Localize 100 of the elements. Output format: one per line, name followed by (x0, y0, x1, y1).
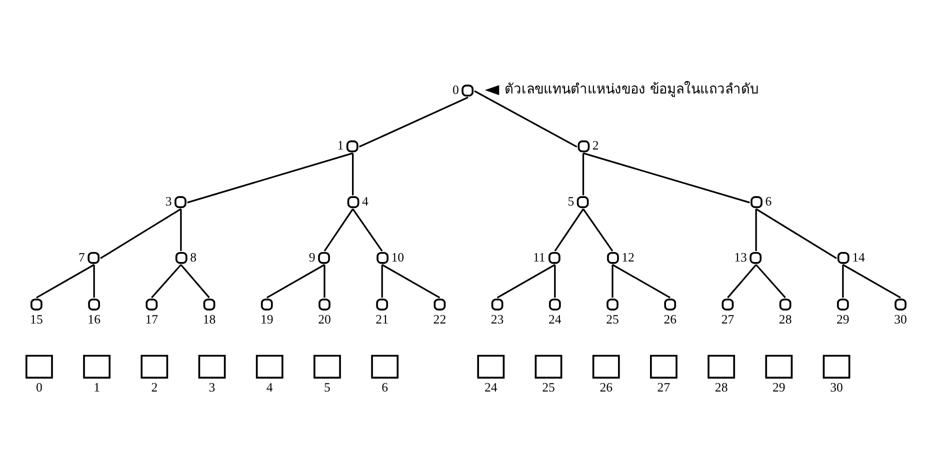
node-circle (576, 196, 589, 208)
node-label: 12 (622, 250, 634, 264)
node-circle (462, 84, 474, 96)
node-label: 24 (548, 312, 562, 326)
node-label: 5 (568, 194, 574, 208)
node-circle (376, 251, 388, 264)
node-box (314, 354, 341, 378)
connector (180, 264, 210, 298)
node-label: 11 (532, 250, 546, 264)
node-circle (664, 298, 676, 310)
node-box (650, 354, 678, 378)
node-circle (318, 298, 330, 310)
node-box (822, 354, 850, 378)
node-label: 18 (202, 312, 216, 326)
node-circle (750, 196, 762, 208)
node-circle (894, 298, 906, 310)
node-label: 27 (721, 312, 734, 326)
connector (554, 264, 556, 298)
node-label: 28 (714, 380, 728, 394)
arrow (484, 84, 500, 95)
connector (756, 208, 837, 259)
node-label: 0 (452, 82, 459, 96)
node-box (83, 354, 111, 378)
node-circle (88, 298, 100, 310)
node-label: 14 (852, 250, 865, 264)
node-label: 8 (190, 250, 196, 264)
node-label: 17 (145, 312, 158, 326)
node-label: 26 (600, 380, 613, 394)
node-label: 7 (78, 250, 85, 264)
connector (755, 264, 786, 298)
node-circle (434, 298, 446, 310)
node-label: 4 (266, 380, 273, 394)
node-label: 24 (484, 380, 498, 394)
node-label: 6 (382, 380, 388, 394)
node-label: 2 (151, 380, 158, 394)
connector (100, 208, 182, 259)
connector (266, 264, 325, 298)
node-label: 25 (606, 312, 619, 326)
connector (93, 264, 95, 298)
node-circle (203, 298, 216, 310)
node-circle (548, 251, 560, 264)
node-label: 29 (772, 380, 786, 394)
node-label: 21 (376, 312, 388, 326)
node-circle (722, 298, 734, 310)
node-circle (606, 298, 618, 310)
connector (382, 264, 440, 298)
connector (187, 152, 354, 203)
connector (496, 264, 556, 298)
node-circle (607, 251, 619, 264)
node-circle (88, 251, 100, 264)
connector (36, 264, 94, 298)
connector (554, 208, 584, 251)
node-label: 19 (260, 312, 274, 326)
node-box (477, 354, 505, 378)
node-label: 13 (734, 250, 747, 264)
node-label: 1 (94, 380, 100, 394)
node-circle (837, 251, 850, 264)
node-label: 3 (208, 380, 216, 394)
node-label: 22 (433, 312, 446, 326)
node-circle (346, 140, 358, 152)
node-label: 20 (318, 312, 331, 326)
node-label: 27 (657, 380, 670, 394)
connector (583, 152, 750, 203)
node-circle (376, 298, 388, 310)
connector (151, 264, 182, 298)
connector (842, 264, 901, 298)
node-circle (837, 298, 849, 310)
node-circle (548, 298, 561, 310)
node-label: 5 (324, 380, 330, 394)
node-label: 15 (30, 312, 43, 326)
connector (582, 208, 614, 252)
node-box (708, 354, 736, 378)
connector (755, 208, 757, 251)
node-label: 30 (830, 380, 843, 394)
node-label: 29 (836, 312, 850, 326)
node-circle (491, 298, 504, 310)
node-circle (175, 251, 188, 264)
node-label: 6 (765, 194, 772, 208)
node-box (592, 354, 620, 378)
node-label: 9 (308, 250, 316, 264)
node-label: 16 (88, 312, 100, 326)
node-label: 30 (894, 312, 907, 326)
node-circle (578, 140, 590, 152)
connector (324, 264, 326, 298)
node-circle (347, 196, 360, 208)
connector (180, 208, 182, 251)
node-box (26, 354, 53, 378)
node-label: 26 (664, 312, 677, 326)
connector (352, 208, 383, 252)
node-label: 23 (490, 312, 504, 326)
node-label: 4 (362, 194, 368, 208)
node-label: 2 (592, 138, 599, 152)
node-circle (779, 298, 792, 310)
node-circle (318, 251, 330, 264)
node-label: 1 (337, 138, 344, 152)
node-box (256, 354, 284, 378)
node-label: 3 (165, 194, 172, 208)
node-label: 10 (391, 250, 404, 264)
connector (582, 152, 584, 195)
node-text: ตัวเลขแทนตำแหน่งของ ข้อมูลในแถวลำดับ (504, 80, 759, 97)
